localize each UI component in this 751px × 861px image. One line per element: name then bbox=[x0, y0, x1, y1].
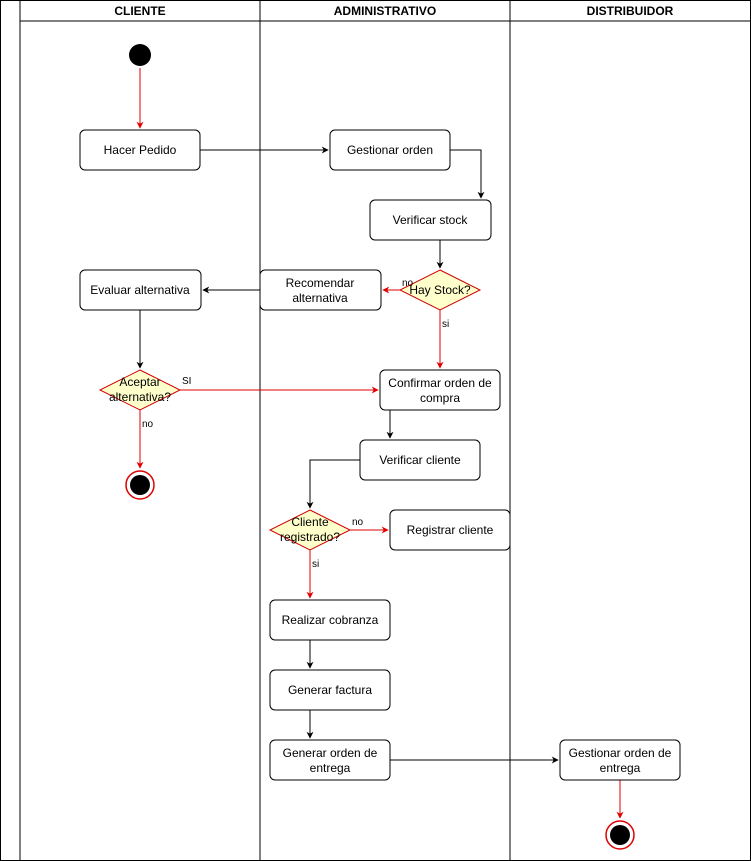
svg-text:Recomendar: Recomendar bbox=[286, 276, 355, 290]
decision-aceptar-alternativa: Aceptar alternativa? bbox=[98, 369, 182, 411]
svg-text:Generar orden de: Generar orden de bbox=[283, 746, 378, 760]
activity-verificar-cliente: Verificar cliente bbox=[359, 439, 481, 481]
final-node-cliente bbox=[125, 470, 155, 500]
activity-confirmar-orden: Confirmar orden de compra bbox=[379, 369, 501, 411]
activity-recomendar-alternativa: Recomendar alternativa bbox=[259, 269, 382, 311]
edge-label-si-stock: si bbox=[442, 319, 449, 330]
activity-evaluar-alternativa: Evaluar alternativa bbox=[79, 269, 202, 311]
svg-text:Verificar cliente: Verificar cliente bbox=[379, 453, 461, 467]
final-node-distribuidor bbox=[605, 820, 635, 850]
lane-title-cliente: CLIENTE bbox=[114, 4, 165, 18]
svg-text:registrado?: registrado? bbox=[280, 530, 340, 544]
activity-registrar-cliente: Registrar cliente bbox=[389, 509, 511, 551]
svg-text:Generar factura: Generar factura bbox=[288, 683, 372, 697]
svg-text:Gestionar orden de: Gestionar orden de bbox=[569, 746, 672, 760]
activity-generar-factura: Generar factura bbox=[269, 669, 391, 711]
edges bbox=[136, 68, 624, 819]
svg-text:Hay Stock?: Hay Stock? bbox=[409, 283, 471, 297]
lane-title-administrativo: ADMINISTRATIVO bbox=[334, 4, 436, 18]
svg-text:Evaluar alternativa: Evaluar alternativa bbox=[90, 283, 190, 297]
svg-text:entrega: entrega bbox=[310, 761, 351, 775]
edge-label-si-aceptar: SI bbox=[182, 376, 191, 387]
activity-gestionar-orden: Gestionar orden bbox=[329, 129, 451, 171]
edge-label-no-stock: no bbox=[402, 278, 414, 289]
svg-text:Confirmar orden de: Confirmar orden de bbox=[388, 376, 492, 390]
svg-text:Aceptar: Aceptar bbox=[119, 375, 160, 389]
activity-gestionar-orden-entrega: Gestionar orden de entrega bbox=[559, 739, 681, 781]
svg-text:Verificar stock: Verificar stock bbox=[393, 213, 469, 227]
svg-text:compra: compra bbox=[420, 391, 460, 405]
edge-label-no-aceptar: no bbox=[142, 419, 154, 430]
svg-text:Realizar cobranza: Realizar cobranza bbox=[282, 613, 379, 627]
svg-text:entrega: entrega bbox=[600, 761, 641, 775]
edge-label-si-registrado: si bbox=[312, 559, 319, 570]
decision-cliente-registrado: Cliente registrado? bbox=[268, 509, 352, 551]
svg-text:alternativa?: alternativa? bbox=[109, 390, 171, 404]
initial-node bbox=[129, 44, 151, 66]
activity-verificar-stock: Verificar stock bbox=[369, 199, 492, 241]
svg-text:Cliente: Cliente bbox=[291, 515, 329, 529]
svg-text:alternativa: alternativa bbox=[292, 291, 348, 305]
activity-hacer-pedido: Hacer Pedido bbox=[79, 129, 201, 171]
svg-text:Registrar cliente: Registrar cliente bbox=[407, 523, 494, 537]
edge-label-no-registrado: no bbox=[352, 517, 364, 528]
lane-title-distribuidor: DISTRIBUIDOR bbox=[587, 4, 674, 18]
activity-realizar-cobranza: Realizar cobranza bbox=[269, 599, 391, 641]
svg-text:Hacer Pedido: Hacer Pedido bbox=[104, 143, 177, 157]
edge-gestionar-orden-to-verificar-stock bbox=[450, 149, 485, 199]
decision-hay-stock: Hay Stock? bbox=[398, 269, 482, 311]
edge-verificar-cliente-to-registrado bbox=[306, 459, 360, 509]
svg-text:Gestionar orden: Gestionar orden bbox=[347, 143, 433, 157]
activity-generar-orden-entrega: Generar orden de entrega bbox=[269, 739, 391, 781]
